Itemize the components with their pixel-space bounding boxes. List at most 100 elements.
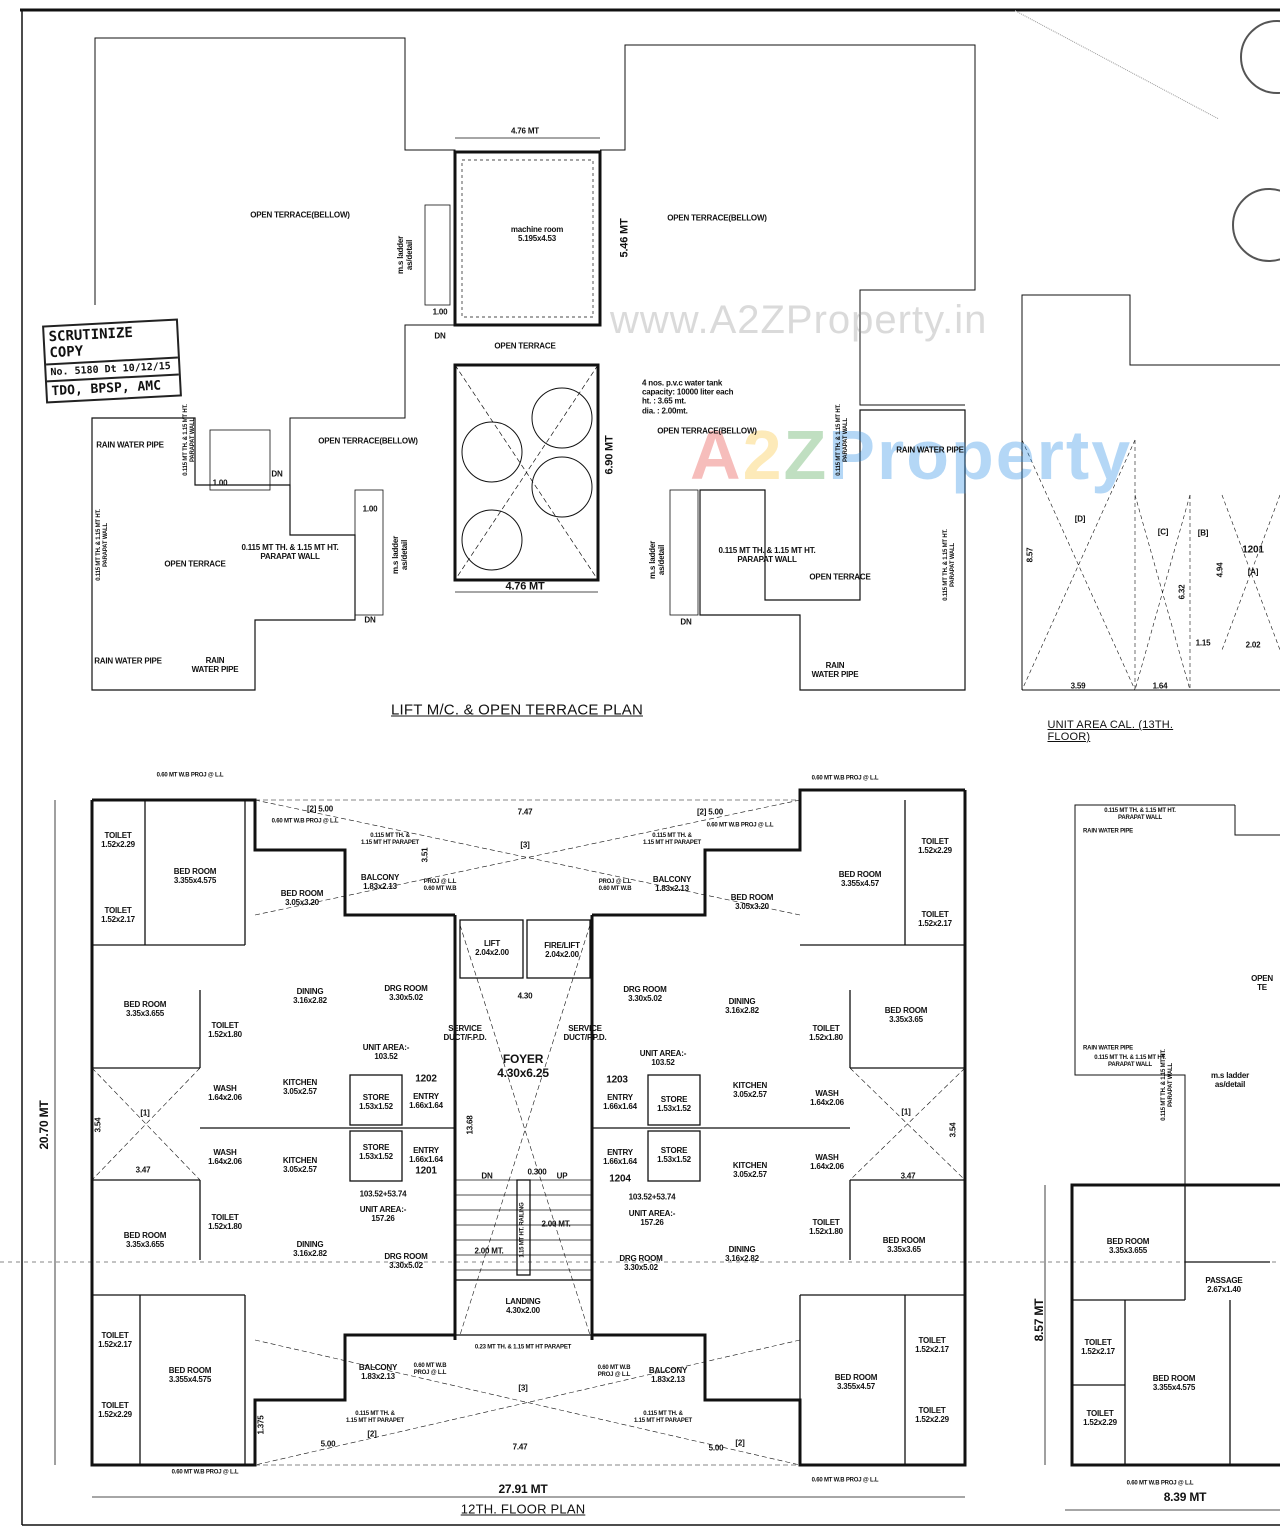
unit-area-cal-label: 6.32 [1177,584,1187,600]
floor-plan-label: TOILET 1.52x2.29 [98,1400,132,1419]
floor-plan-label: TOILET 1.52x1.80 [809,1217,843,1236]
floor-plan-label: UP [556,1171,568,1181]
terrace-upper-outline-right [600,44,976,406]
floor-plan-label: BALCONY 1.83x2.13 [652,874,692,893]
unit-area-cal-label: 1.15 [1195,638,1211,648]
floor-plan-label: 0.115 MT TH. & 1.15 MT HT PARAPET [634,1411,692,1424]
floor-plan-label: 5.00 [708,1443,724,1453]
unit-area-cal-label: [B] [1197,528,1209,538]
terrace-plan-title: LIFT M/C. & OPEN TERRACE PLAN [391,701,643,719]
terrace-plan-label: OPEN TERRACE(BELLOW) [657,426,757,436]
floor-plan-label: 0.60 MT W.B PROJ @ L.L [156,772,224,779]
floor-plan-label: 1201 [415,1165,437,1177]
floor-plan-label: 0.115 MT TH. & 1.15 MT HT PARAPET [361,833,419,846]
floor-plan-label: [2] 5.00 [697,807,723,817]
unit-area-cal-label: 4.94 [1215,562,1225,578]
floor-plan-label: BED ROOM 3.05x3.20 [730,892,774,911]
unit-area-division [1021,439,1280,691]
machine-room [453,150,602,327]
floor-plan-label: SERVICE DUCT/F.P.D. [443,1023,487,1042]
floor-plan-label: ENTRY 1.66x1.64 [409,1091,443,1110]
floor-plan-label: 3.54 [93,1117,103,1133]
floor-plan-label: DINING 3.16x2.82 [293,1239,327,1258]
floor-plan-label: TOILET 1.52x2.17 [101,905,135,924]
floor-plan-label: 3.54 [948,1122,958,1138]
floor-plan-label: 103.52+53.74 [628,1192,676,1202]
floor-plan-label: 103.52+53.74 [359,1189,407,1199]
floor-plan-label: UNIT AREA:- 103.52 [639,1048,687,1067]
unit-area-cal-label: [A] [1247,567,1259,577]
unit-area-cal-label: 3.59 [1070,681,1086,691]
floor-plan-label: ENTRY 1.66x1.64 [409,1145,443,1164]
floor-plan-label: ENTRY 1.66x1.64 [603,1092,637,1111]
unit-area-outline [1021,294,1280,690]
partial-plan-label: RAIN WATER PIPE [1083,1045,1133,1052]
terrace-plan-label: RAIN WATER PIPE [94,656,162,666]
floor-plan-label: [2] [735,1438,745,1448]
unit-area-cal-label: [C] [1157,527,1169,537]
floor-plan-label: 0.60 MT W.B PROJ @ L.L [811,1477,879,1484]
floor-plan-label: TOILET 1.52x2.29 [918,836,952,855]
partial-plan-label: 0.115 MT TH. & 1.15 MT HT. PARAPAT WALL [1104,808,1176,821]
floor-plan-label: STORE 1.53x1.52 [657,1094,691,1113]
partial-plan-label: PASSAGE 2.67x1.40 [1205,1275,1243,1294]
floor-plan-label: 0.23 MT TH. & 1.15 MT HT PARAPET [474,1344,572,1351]
floor-plan-label: 0.60 MT W.B PROJ @ L.L [271,818,339,825]
floor-plan-label: 4.30 [517,991,533,1001]
partial-plan-label: TOILET 1.52x2.29 [1083,1408,1117,1427]
partial-plan-label: TOILET 1.52x2.17 [1081,1337,1115,1356]
floor-plan-label: FIRE/LIFT 2.04x2.00 [544,940,580,959]
floor-plan-label: KITCHEN 3.05x2.57 [732,1160,768,1179]
floor-plan-label: 13.68 [465,1115,475,1135]
floor-plan-label: 20.70 MT [37,1100,52,1150]
floor-plan-label: BED ROOM 3.355x4.575 [168,1365,212,1384]
floor-plan-label: FOYER 4.30x6.25 [497,1052,549,1080]
floor-plan-label: 0.115 MT TH. & 1.15 MT HT PARAPET [346,1411,404,1424]
floor-plan-label: BALCONY 1.83x2.13 [358,1362,398,1381]
floor-plan-label: ENTRY 1.66x1.64 [603,1147,637,1166]
terrace-plan-label: 1.00 [432,307,448,317]
foyer-diagonals [91,799,966,1466]
floor-plan-label: BED ROOM 3.35x3.65 [884,1005,928,1024]
floor-plan-label: TOILET 1.52x2.29 [101,830,135,849]
terrace-plan-label: OPEN TERRACE(BELLOW) [318,436,418,446]
floor-plan-label: TOILET 1.52x2.17 [918,909,952,928]
terrace-plan-label: m.s ladder as/detail [390,535,409,575]
floor-plan-label: [3] [518,1383,528,1393]
partial-plan-label: m.s ladder as/detail [1210,1070,1250,1089]
terrace-plan-label: 0.115 MT TH. & 1.15 MT HT. PARAPAT WALL [183,404,196,476]
scrutinize-copy-stamp: SCRUTINIZE COPY No. 5180 Dt 10/12/15 TDO… [42,318,182,404]
floor-plan-label: TOILET 1.52x2.17 [98,1330,132,1349]
terrace-plan-label: m.s ladder as/detail [395,235,414,275]
floor-plan-label: DRG ROOM 3.30x5.02 [384,983,428,1002]
floor-plan-label: [2] 5.00 [307,804,333,814]
floor-plan-label: BED ROOM 3.355x4.57 [838,869,882,888]
partial-plan-label: RAIN WATER PIPE [1083,828,1133,835]
unit-area-cal-title: UNIT AREA CAL. (13TH. FLOOR) [1047,719,1174,743]
terrace-plan-label: DN [680,617,692,627]
floor-plan-label: 5.00 [320,1439,336,1449]
terrace-plan-label: 1.00 [362,504,378,514]
floor-plan-label: [2] [367,1429,377,1439]
floor-plan-label: [1] [140,1108,150,1118]
floor-plan-label: 0.60 MT W.B PROJ @ L.L [597,1365,631,1378]
floor-plan-label: 3.51 [420,847,430,863]
floor-plan-label: DRG ROOM 3.30x5.02 [384,1251,428,1270]
floor-plan-label: TOILET 1.52x2.29 [915,1405,949,1424]
terrace-plan-label: RAIN WATER PIPE [811,660,859,679]
floor-plan-label: STORE 1.53x1.52 [657,1145,691,1164]
terrace-plan-label: OPEN TERRACE [494,341,556,351]
water-tank-room [453,363,600,582]
terrace-plan-label: RAIN WATER PIPE [191,655,239,674]
partial-building [1070,1183,1280,1467]
floor-plan-label: 0.300 [527,1167,547,1177]
unit-area-cal-label: 2.02 [1245,640,1261,650]
floor-plan-label: TOILET 1.52x1.80 [208,1020,242,1039]
floor-plan-label: 0.60 MT W.B PROJ @ L.L [706,822,774,829]
logo-letter: Z [783,416,829,494]
terrace-plan-label: machine room 5.195x4.53 [510,224,564,243]
terrace-left [91,417,356,691]
floor-plan-label: BED ROOM 3.05x3.20 [280,888,324,907]
